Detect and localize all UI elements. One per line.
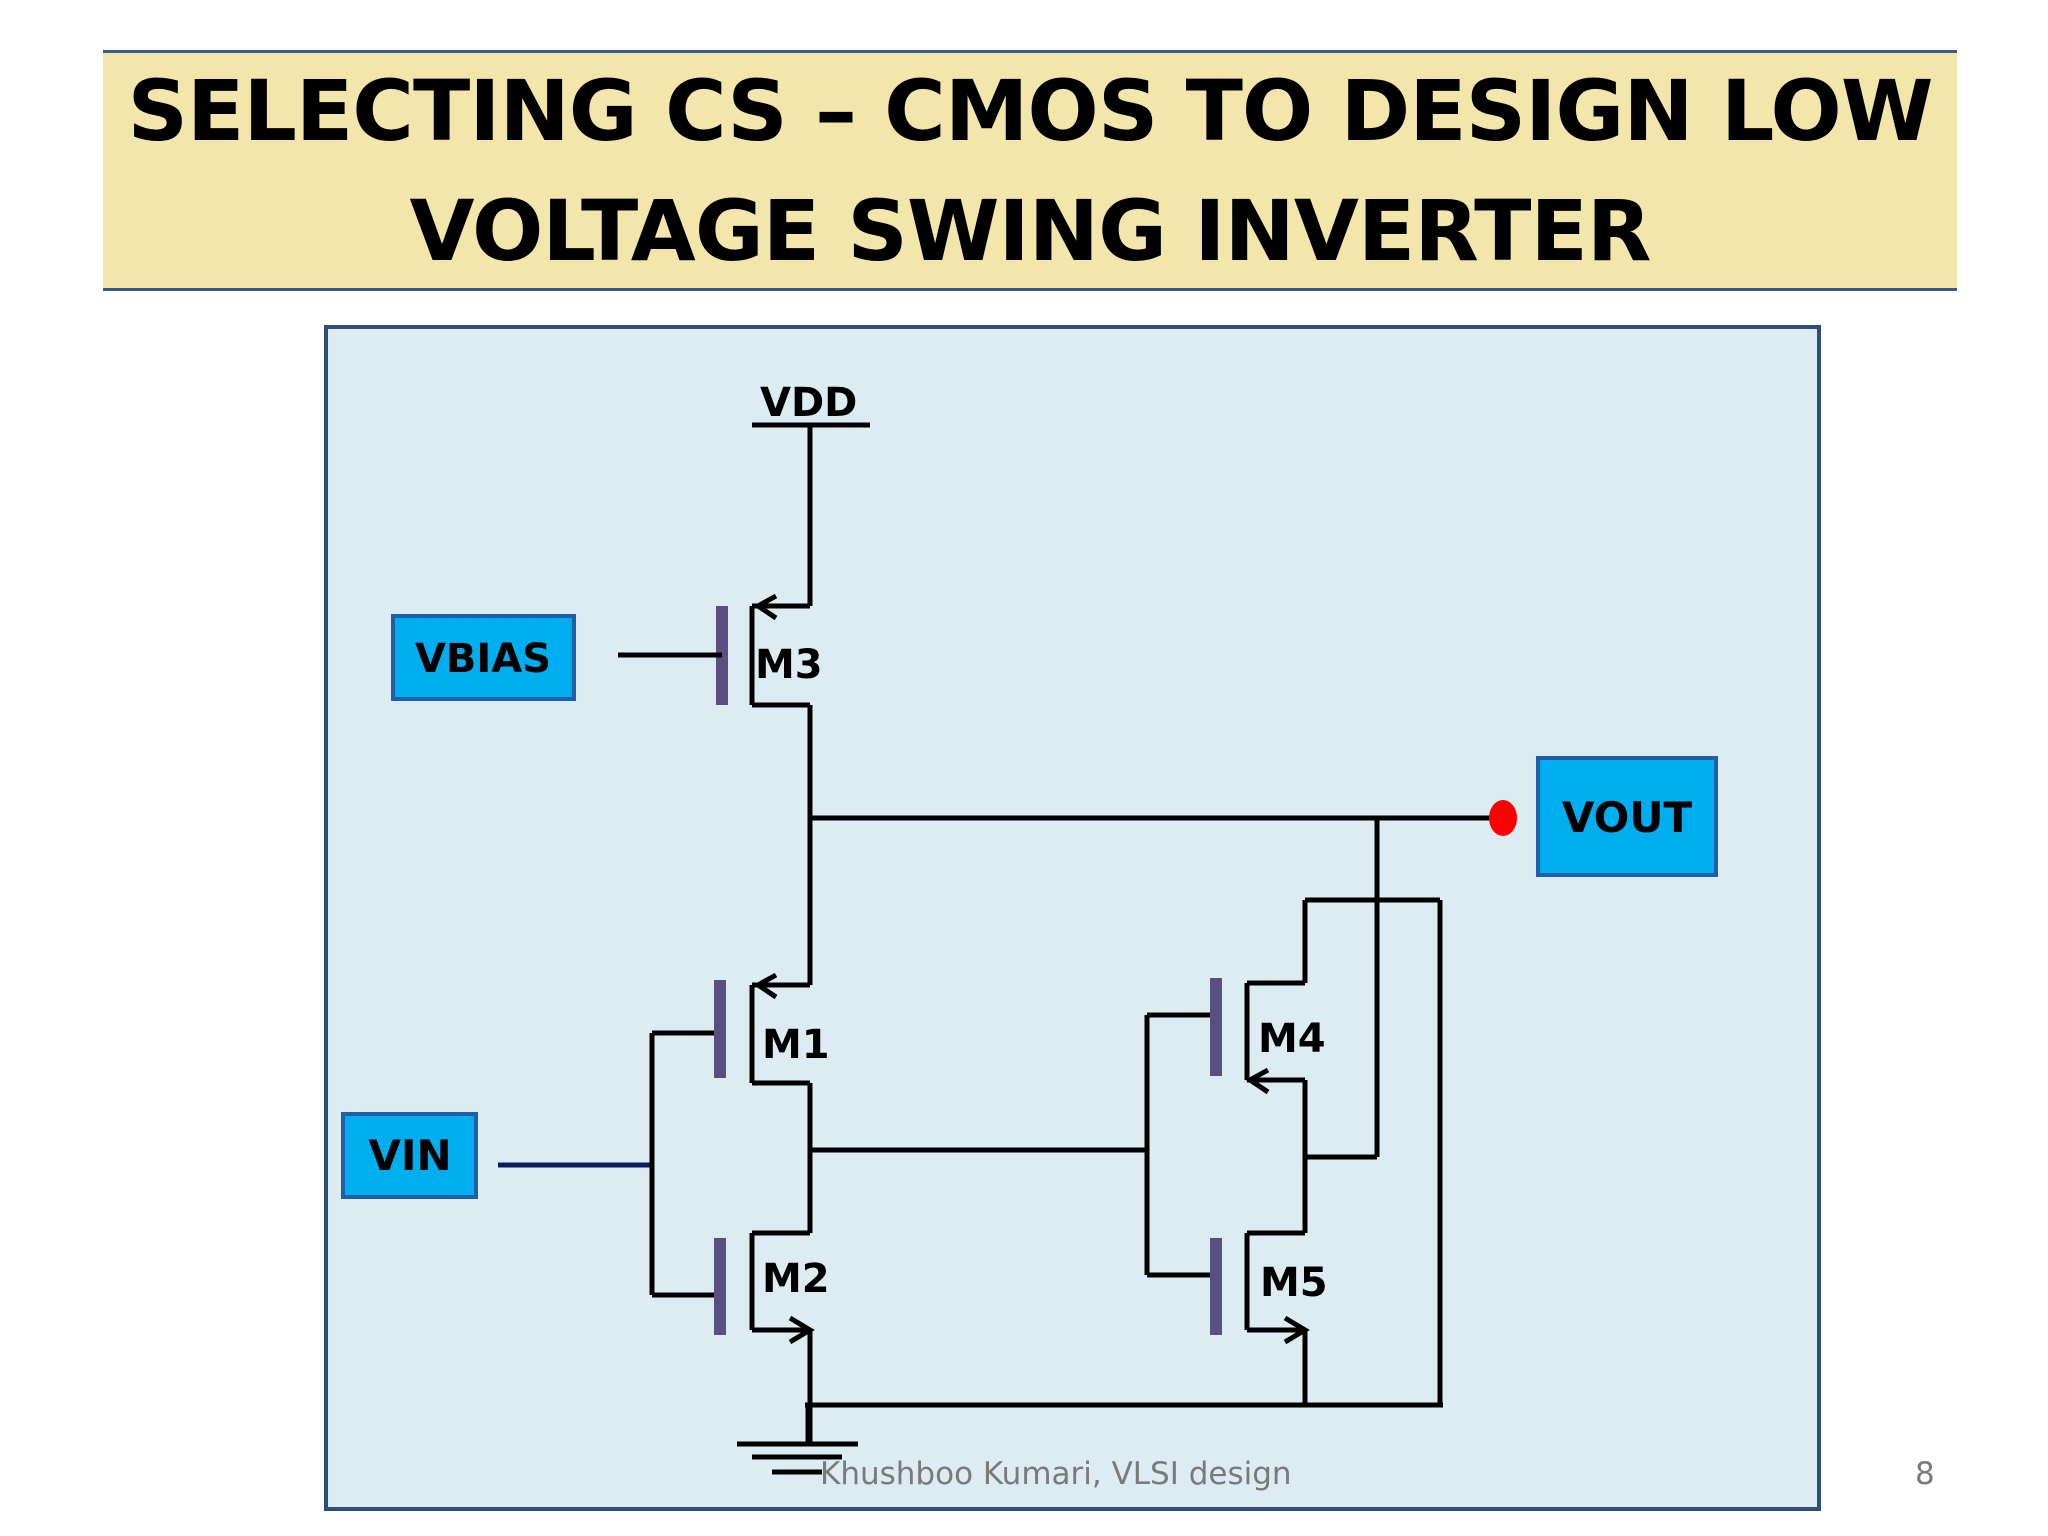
vin-gate-net bbox=[498, 1030, 714, 1298]
m1-label: M1 bbox=[762, 1022, 830, 1068]
vdd-rail bbox=[752, 422, 870, 606]
inverter-mid-net bbox=[810, 1012, 1212, 1278]
vout-label: VOUT bbox=[1562, 793, 1693, 842]
transistor-m5 bbox=[1210, 1230, 1310, 1405]
transistor-m3 bbox=[618, 593, 813, 818]
ground-rail bbox=[805, 900, 1443, 1408]
vin-label: VIN bbox=[368, 1131, 451, 1180]
ground-symbol bbox=[737, 1405, 858, 1475]
slide-title-line-2: VOLTAGE SWING INVERTER bbox=[409, 181, 1651, 280]
page-number: 8 bbox=[1915, 1456, 1935, 1492]
vout-port bbox=[1536, 756, 1718, 877]
title-banner: SELECTING CS – CMOS TO DESIGN LOW VOLTAG… bbox=[103, 50, 1957, 291]
vdd-label: VDD bbox=[760, 380, 857, 426]
m2-label: M2 bbox=[762, 1256, 830, 1302]
footer-author: Khushboo Kumari, VLSI design bbox=[820, 1456, 1292, 1492]
m5-label: M5 bbox=[1260, 1260, 1328, 1306]
slide-title-line-1: SELECTING CS – CMOS TO DESIGN LOW bbox=[127, 61, 1934, 160]
diagram-frame bbox=[324, 325, 1821, 1511]
vin-port bbox=[341, 1112, 478, 1199]
transistor-m4 bbox=[1210, 897, 1440, 1233]
vbias-label: VBIAS bbox=[415, 636, 551, 682]
m4-label: M4 bbox=[1258, 1016, 1326, 1062]
m3-label: M3 bbox=[755, 642, 823, 688]
transistor-m1 bbox=[714, 818, 813, 1233]
vout-node-dot bbox=[1489, 800, 1517, 836]
vout-net bbox=[810, 815, 1490, 1157]
vbias-port bbox=[391, 614, 576, 701]
